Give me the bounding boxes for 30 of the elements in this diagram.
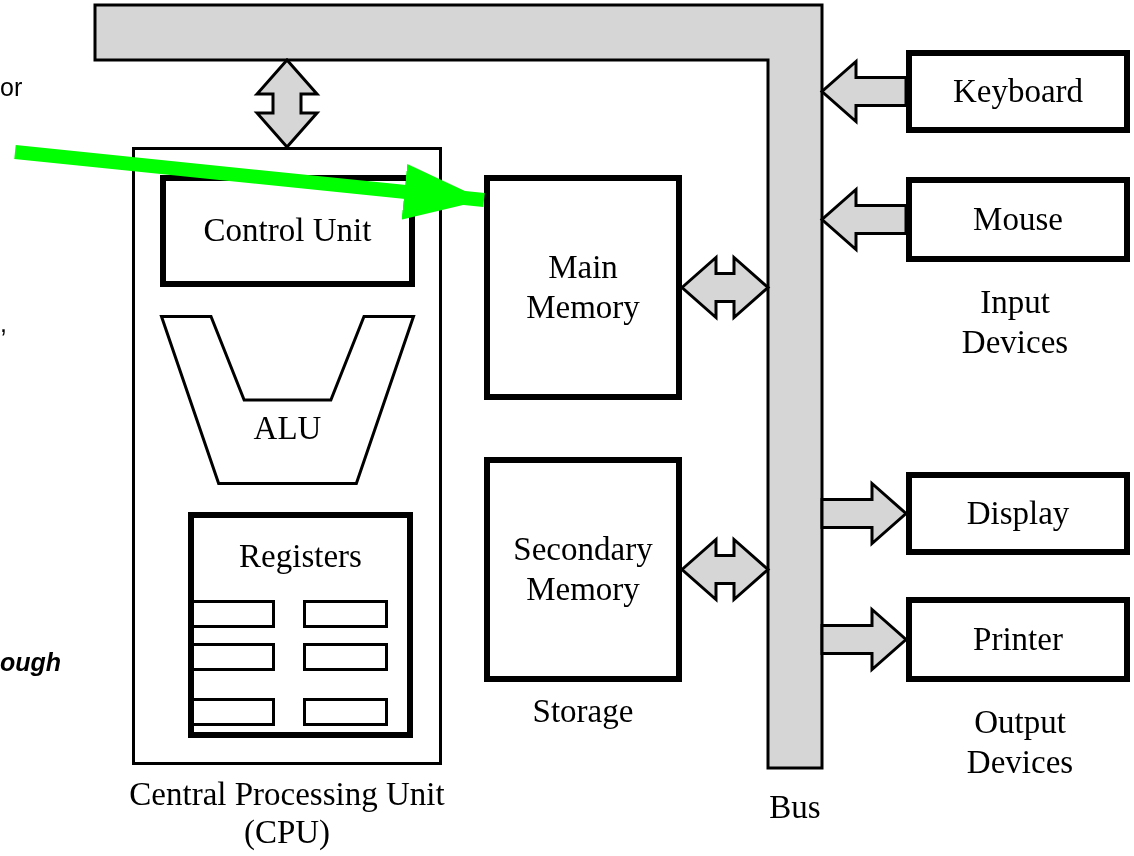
alu-label: ALU [253, 408, 322, 448]
register-slot [191, 643, 275, 671]
register-slot [303, 698, 388, 726]
register-slot [191, 600, 275, 628]
box-label: Secondary Memory [512, 529, 654, 609]
bus-label: Bus [769, 788, 821, 827]
text-label: Output Devices [965, 703, 1075, 782]
box-label: Control Unit [203, 211, 372, 251]
box-label: Mouse [973, 199, 1063, 239]
box-label: Main Memory [525, 247, 641, 327]
register-slot [303, 643, 388, 671]
block-arrow [820, 480, 909, 547]
text-label: ough [0, 647, 63, 677]
block-arrow [819, 58, 908, 125]
block-arrow [679, 536, 771, 603]
box-label: Printer [973, 619, 1063, 659]
box-label: Registers [239, 537, 362, 576]
register-slot [303, 600, 388, 628]
block-arrow [820, 606, 909, 673]
text-label: Input Devices [960, 283, 1070, 362]
text-label: or [0, 72, 24, 102]
block-arrow [253, 57, 321, 150]
text-label: , [0, 308, 8, 338]
text-label: Storage [531, 692, 635, 731]
box-label: Display [966, 493, 1070, 533]
box-label: Keyboard [952, 71, 1084, 111]
block-arrow [819, 186, 908, 253]
register-slot [191, 698, 275, 726]
block-arrow [679, 254, 771, 321]
cpu-label: Central Processing Unit (CPU) [128, 776, 446, 852]
